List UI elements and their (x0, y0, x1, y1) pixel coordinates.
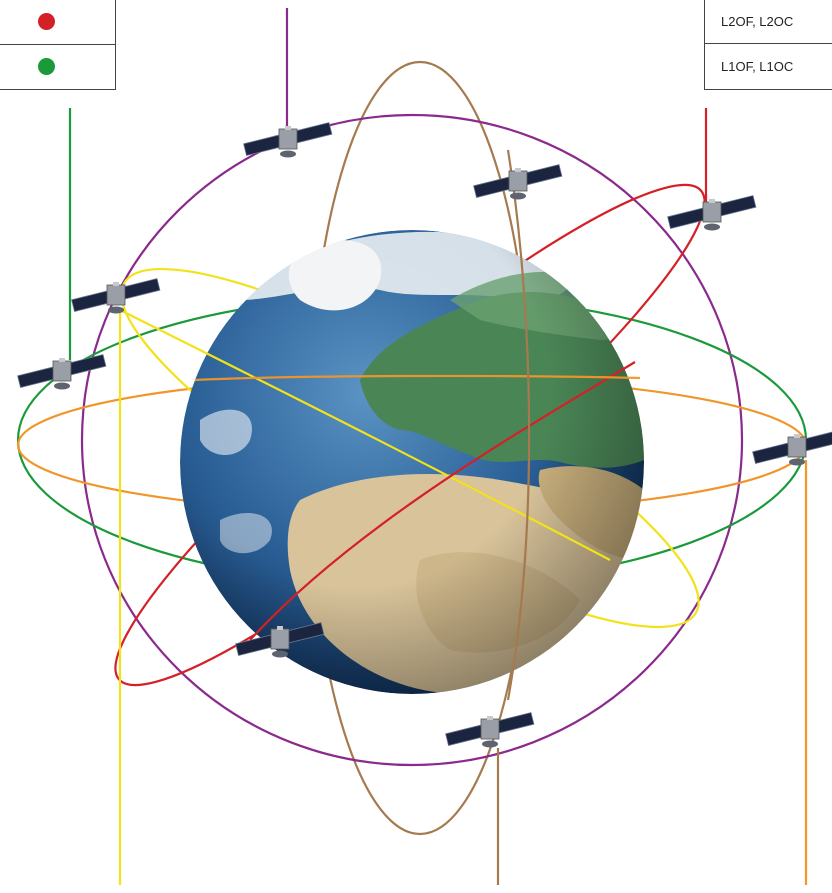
legend-left-row (0, 45, 115, 89)
orbit-brown-front (506, 149, 531, 701)
earth-globe (180, 230, 644, 694)
orbit-yellow-front (119, 309, 611, 561)
satellite-icon (445, 712, 535, 748)
satellite-icon (243, 122, 333, 158)
legend-right-row: L2OF, L2OC (705, 0, 832, 44)
leader-lines (68, 8, 808, 885)
satellite-icon (473, 164, 563, 200)
orbits-front (119, 149, 641, 701)
orbit-purple (80, 113, 744, 767)
red-dot-icon (38, 13, 55, 30)
orbit-red-front (249, 361, 636, 641)
legend-left (0, 0, 116, 90)
legend-right-row: L1OF, L1OC (721, 58, 794, 74)
satellite-icon (71, 278, 161, 314)
satellite-icon (17, 354, 107, 390)
satellite-icon (667, 195, 757, 231)
orbit-orange-front (194, 374, 641, 382)
legend-right: L2OF, L2OC L1OF, L1OC (704, 0, 832, 90)
green-dot-icon (38, 58, 55, 75)
legend-left-row (0, 0, 115, 45)
satellite-icon (752, 430, 832, 466)
